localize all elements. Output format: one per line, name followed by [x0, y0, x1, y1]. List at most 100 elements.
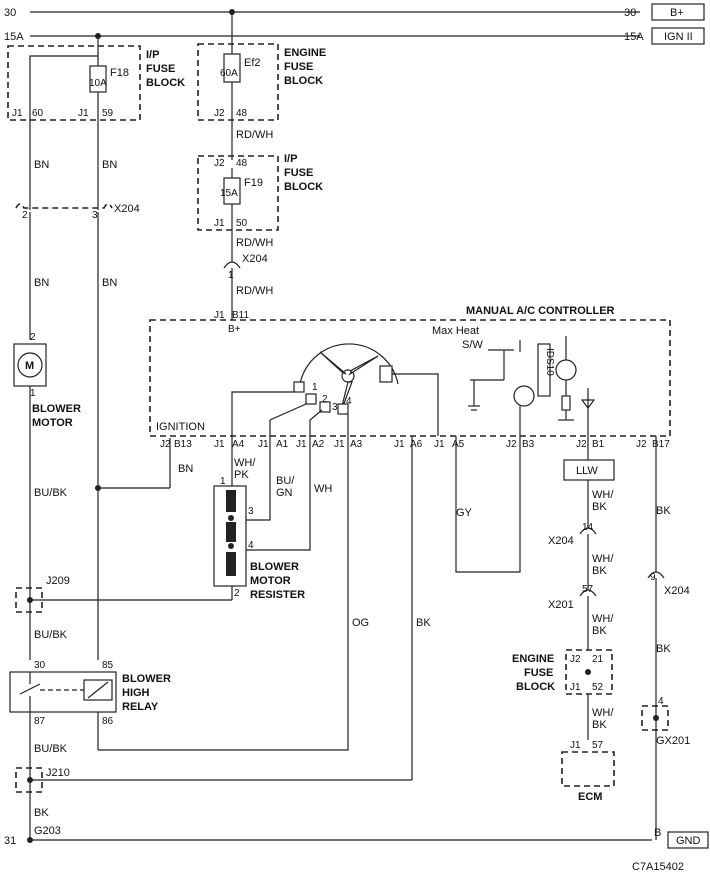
- svg-text:WH: WH: [314, 483, 332, 495]
- svg-text:57: 57: [592, 740, 604, 751]
- svg-text:52: 52: [592, 682, 604, 693]
- svg-text:10A: 10A: [89, 78, 107, 89]
- blower-motor: 2 M 1 BLOWER MOTOR: [13, 332, 81, 429]
- svg-text:BU/BK: BU/BK: [34, 487, 68, 499]
- svg-text:BK: BK: [416, 617, 431, 629]
- svg-text:BK: BK: [592, 565, 607, 577]
- svg-text:9: 9: [650, 572, 656, 583]
- svg-text:J210: J210: [46, 767, 70, 779]
- svg-text:J1: J1: [12, 108, 23, 119]
- svg-text:86: 86: [102, 716, 114, 727]
- svg-text:14: 14: [582, 522, 594, 533]
- svg-text:A3: A3: [350, 439, 363, 450]
- svg-text:J2: J2: [214, 158, 225, 169]
- svg-text:30: 30: [34, 660, 46, 671]
- svg-text:50: 50: [236, 218, 248, 229]
- svg-text:2: 2: [322, 394, 328, 405]
- svg-text:59: 59: [102, 108, 114, 119]
- svg-text:PK: PK: [234, 469, 249, 481]
- svg-text:B1: B1: [592, 439, 605, 450]
- svg-text:ENGINE: ENGINE: [284, 47, 326, 59]
- svg-text:60: 60: [32, 108, 44, 119]
- svg-text:60A: 60A: [220, 68, 238, 79]
- svg-text:J1: J1: [334, 439, 345, 450]
- svg-text:A1: A1: [276, 439, 289, 450]
- svg-text:GN: GN: [276, 487, 293, 499]
- blower-speed-switch-icon: 1 2 3 4: [293, 343, 399, 415]
- svg-text:MOTOR: MOTOR: [250, 575, 291, 587]
- svg-text:B: B: [654, 827, 661, 839]
- svg-text:4: 4: [658, 696, 664, 707]
- svg-text:BK: BK: [592, 501, 607, 513]
- svg-text:J1: J1: [570, 682, 581, 693]
- svg-text:J2: J2: [506, 439, 517, 450]
- svg-text:J1: J1: [78, 108, 89, 119]
- svg-text:BLOCK: BLOCK: [284, 181, 323, 193]
- ip-fuse-block-top: I/P FUSE BLOCK 10A F18 J1 60 J1 59: [7, 36, 185, 210]
- b-plus-rail-left-number: 30: [4, 7, 16, 19]
- svg-text:IGNITION: IGNITION: [156, 421, 205, 433]
- svg-text:B17: B17: [652, 439, 670, 450]
- ign-rail-left-number: 15A: [4, 31, 24, 43]
- svg-text:WH/: WH/: [592, 707, 614, 719]
- svg-text:GX201: GX201: [656, 735, 690, 747]
- svg-text:LLW: LLW: [576, 465, 598, 477]
- svg-text:J1: J1: [214, 218, 225, 229]
- svg-text:J2: J2: [636, 439, 647, 450]
- motor-icon: [17, 352, 43, 378]
- svg-text:J1: J1: [296, 439, 307, 450]
- ground-rail: 31 G203 B GND: [4, 825, 709, 849]
- svg-text:3: 3: [92, 210, 98, 221]
- svg-text:Max Heat: Max Heat: [432, 325, 479, 337]
- svg-text:87: 87: [34, 716, 46, 727]
- svg-text:WH/: WH/: [592, 489, 614, 501]
- svg-text:RESISTER: RESISTER: [250, 589, 305, 601]
- transistor-icon: [555, 359, 577, 381]
- svg-text:FUSE: FUSE: [524, 667, 553, 679]
- blower-high-relay: 30 85 87 86 BLOWER HIGH RELAY: [9, 660, 171, 727]
- x204-connector-icon: [223, 261, 241, 269]
- ign-label: IGN II: [664, 31, 693, 43]
- svg-text:BLOCK: BLOCK: [516, 681, 555, 693]
- svg-text:BLOWER: BLOWER: [250, 561, 299, 573]
- svg-text:BK: BK: [656, 643, 671, 655]
- svg-text:ECM: ECM: [578, 791, 602, 803]
- svg-text:I/P: I/P: [284, 153, 297, 165]
- svg-text:A6: A6: [410, 439, 423, 450]
- svg-text:15A: 15A: [220, 188, 238, 199]
- relay-switch-icon: [19, 683, 41, 695]
- svg-text:MANUAL A/C CONTROLLER: MANUAL A/C CONTROLLER: [466, 305, 615, 317]
- svg-text:S/W: S/W: [462, 339, 483, 351]
- svg-text:RELAY: RELAY: [122, 701, 159, 713]
- svg-text:BK: BK: [592, 719, 607, 731]
- svg-text:GND: GND: [676, 835, 701, 847]
- svg-text:BLOWER: BLOWER: [32, 403, 81, 415]
- x204-connector-left: 2 3 X204: [15, 203, 140, 221]
- svg-text:X201: X201: [548, 599, 574, 611]
- svg-text:GY: GY: [456, 507, 473, 519]
- x204-connector-icon: [647, 571, 665, 579]
- svg-text:OG: OG: [352, 617, 369, 629]
- svg-text:BN: BN: [102, 277, 117, 289]
- svg-text:1: 1: [220, 476, 226, 487]
- svg-text:85: 85: [102, 660, 114, 671]
- svg-text:J1: J1: [434, 439, 445, 450]
- svg-text:FUSE: FUSE: [284, 61, 313, 73]
- svg-text:IDS10: IDS10: [544, 348, 555, 376]
- svg-text:FUSE: FUSE: [284, 167, 313, 179]
- svg-text:BN: BN: [34, 159, 49, 171]
- b-plus-rail: 30 30 B+: [4, 3, 705, 21]
- blower-motor-resister: 1 3 4 2 BLOWER MOTOR RESISTER: [213, 476, 305, 601]
- engine-fuse-block-low: ENGINE FUSE BLOCK J2 21 J1 52: [512, 649, 613, 695]
- svg-text:J1: J1: [570, 740, 581, 751]
- svg-text:BK: BK: [656, 505, 671, 517]
- svg-text:J1: J1: [214, 310, 225, 321]
- ecm-box: [561, 751, 615, 787]
- svg-text:4: 4: [248, 540, 254, 551]
- svg-text:BN: BN: [102, 159, 117, 171]
- controller-pins: J2 B13 J1 A4 J1 A1 J1 A2 J1 A3 J1 A6 J1 …: [160, 439, 670, 450]
- svg-text:3: 3: [248, 506, 254, 517]
- svg-text:X204: X204: [664, 585, 690, 597]
- svg-text:2: 2: [234, 588, 240, 599]
- ic-icon: [537, 343, 551, 397]
